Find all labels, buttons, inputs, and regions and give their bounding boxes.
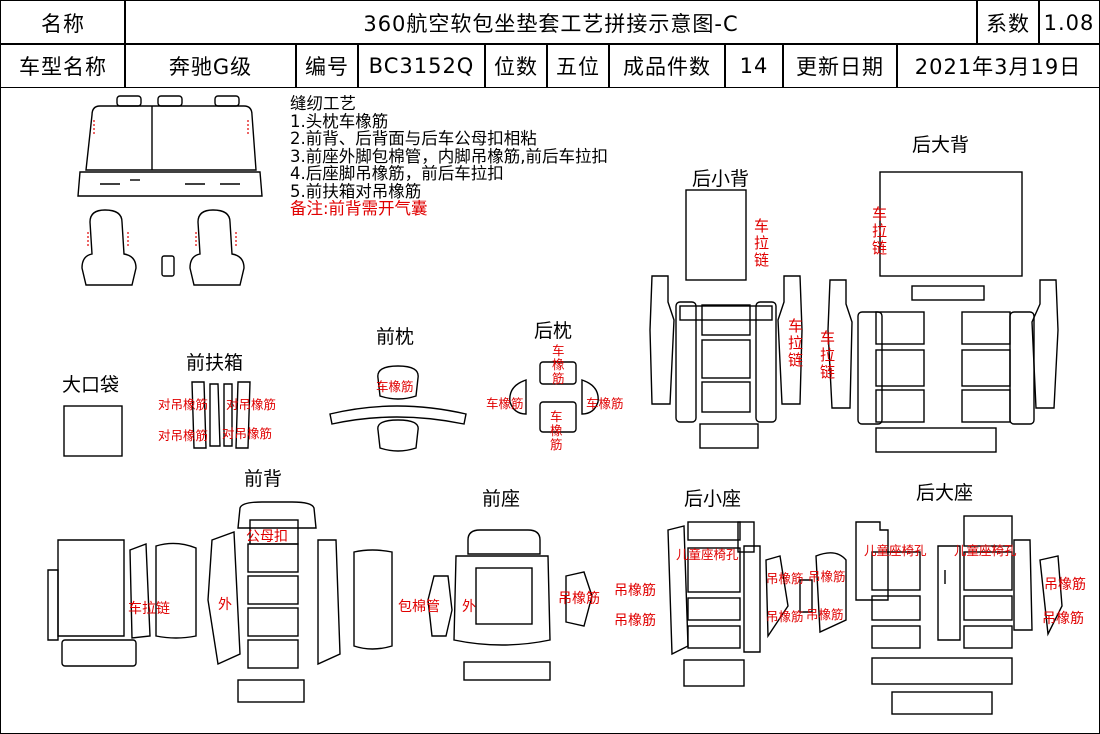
annot-front-back-zipper: 车拉链 — [128, 601, 170, 617]
label-rear-big-back: 后大背 — [912, 134, 970, 156]
notes-remark: 备注:前背需开气囊 — [290, 199, 428, 218]
annot-small-back-zipper-side: 车 拉 链 — [788, 317, 804, 369]
annot-big-seat-elastic-1: 吊橡筋 — [1044, 577, 1086, 593]
label-big-pocket: 大口袋 — [62, 374, 120, 396]
annot-front-back-snap: 公母扣 — [246, 529, 288, 545]
header-table: 名称 360航空软包坐垫套工艺拼接示意图-C 系数 1.08 车型名称 奔驰G级… — [0, 0, 1100, 88]
annot-small-seat-elastic-1: 吊橡筋 — [614, 583, 656, 599]
seats-value: 五位 — [546, 43, 610, 88]
annot-rear-headrest-right: 车橡筋 — [586, 396, 624, 411]
front-headrest-pieces — [329, 365, 467, 452]
seat-overview-drawing — [77, 95, 263, 286]
annot-rear-headrest-bottom: 车 橡 筋 — [550, 409, 563, 452]
rear-small-back-pieces — [649, 189, 803, 449]
annot-armrest-2: 对吊橡筋 — [226, 397, 277, 412]
note-item-3: 3.前座外脚包棉管，内脚吊橡筋,前后车拉扣 — [290, 146, 608, 166]
sewing-notes: 缝纫工艺 1.头枕车橡筋 2.前背、后背面与后车公母扣相粘 3.前座外脚包棉管，… — [290, 95, 608, 218]
front-seat-pieces — [427, 529, 593, 681]
code-label: 编号 — [295, 43, 359, 88]
annot-rear-headrest-top: 车 橡 筋 — [552, 343, 565, 386]
date-value: 2021年3月19日 — [896, 43, 1100, 88]
rear-big-seat-pieces — [855, 515, 1063, 715]
label-rear-headrest: 后枕 — [534, 320, 573, 342]
model-value: 奔驰G级 — [124, 43, 297, 88]
code-value: BC3152Q — [357, 43, 486, 88]
coef-label: 系数 — [976, 0, 1040, 45]
note-item-5: 5.前扶箱对吊橡筋 — [290, 181, 422, 201]
rear-small-seat-pieces — [667, 521, 847, 687]
annot-big-seat-child-hole-2: 儿童座椅孔 — [954, 543, 1017, 558]
label-front-armrest: 前扶箱 — [186, 352, 244, 374]
annot-small-seat-child-hole: 儿童座椅孔 — [676, 547, 739, 562]
annot-big-back-zipper: 车 拉 链 — [872, 205, 888, 257]
annot-rear-headrest-left: 车橡筋 — [486, 396, 524, 411]
seats-label: 位数 — [484, 43, 548, 88]
annot-small-seat-elastic-6: 吊橡筋 — [806, 607, 844, 622]
model-label: 车型名称 — [0, 43, 126, 88]
rear-headrest-pieces — [509, 361, 599, 433]
annot-small-seat-elastic-3: 吊橡筋 — [766, 571, 804, 586]
annot-armrest-1: 对吊橡筋 — [158, 397, 209, 412]
label-front-back: 前背 — [244, 468, 283, 490]
annot-front-back-outer: 外 — [218, 597, 232, 613]
front-armrest-pieces — [191, 381, 251, 449]
annot-big-seat-elastic-2: 吊橡筋 — [1042, 611, 1084, 627]
rear-big-back-pieces — [827, 171, 1059, 453]
annot-front-seat-cotton: 包棉管 — [398, 599, 440, 615]
annot-armrest-4: 对吊橡筋 — [222, 426, 273, 441]
annot-big-seat-child-hole-1: 儿童座椅孔 — [864, 543, 927, 558]
annot-small-back-zipper: 车 拉 链 — [754, 217, 770, 269]
note-item-1: 1.头枕车橡筋 — [290, 111, 389, 131]
note-item-4: 4.后座脚吊橡筋，前后车拉扣 — [290, 164, 504, 183]
annot-front-headrest: 车橡筋 — [376, 379, 414, 394]
label-rear-big-seat: 后大座 — [916, 482, 974, 504]
label-front-seat: 前座 — [482, 488, 521, 510]
label-front-headrest: 前枕 — [376, 326, 415, 348]
front-back-pieces — [47, 501, 393, 703]
page-title: 360航空软包坐垫套工艺拼接示意图-C — [124, 0, 978, 45]
annot-front-seat-outer: 外 — [462, 599, 476, 615]
annot-front-seat-elastic: 吊橡筋 — [558, 591, 600, 607]
name-label: 名称 — [0, 0, 126, 45]
pieces-label: 成品件数 — [608, 43, 726, 88]
annot-armrest-3: 对吊橡筋 — [158, 428, 209, 443]
notes-title: 缝纫工艺 — [290, 94, 356, 113]
annot-big-back-zipper-side: 车 拉 链 — [820, 329, 836, 381]
annot-small-seat-elastic-2: 吊橡筋 — [614, 613, 656, 629]
big-pocket-piece — [63, 405, 123, 457]
annot-small-seat-elastic-5: 吊橡筋 — [766, 609, 804, 624]
pieces-value: 14 — [724, 43, 784, 88]
date-label: 更新日期 — [782, 43, 898, 88]
annot-small-seat-elastic-4: 吊橡筋 — [808, 569, 846, 584]
label-rear-small-seat: 后小座 — [684, 488, 742, 510]
label-rear-small-back: 后小背 — [692, 168, 750, 190]
note-item-2: 2.前背、后背面与后车公母扣相粘 — [290, 129, 537, 148]
